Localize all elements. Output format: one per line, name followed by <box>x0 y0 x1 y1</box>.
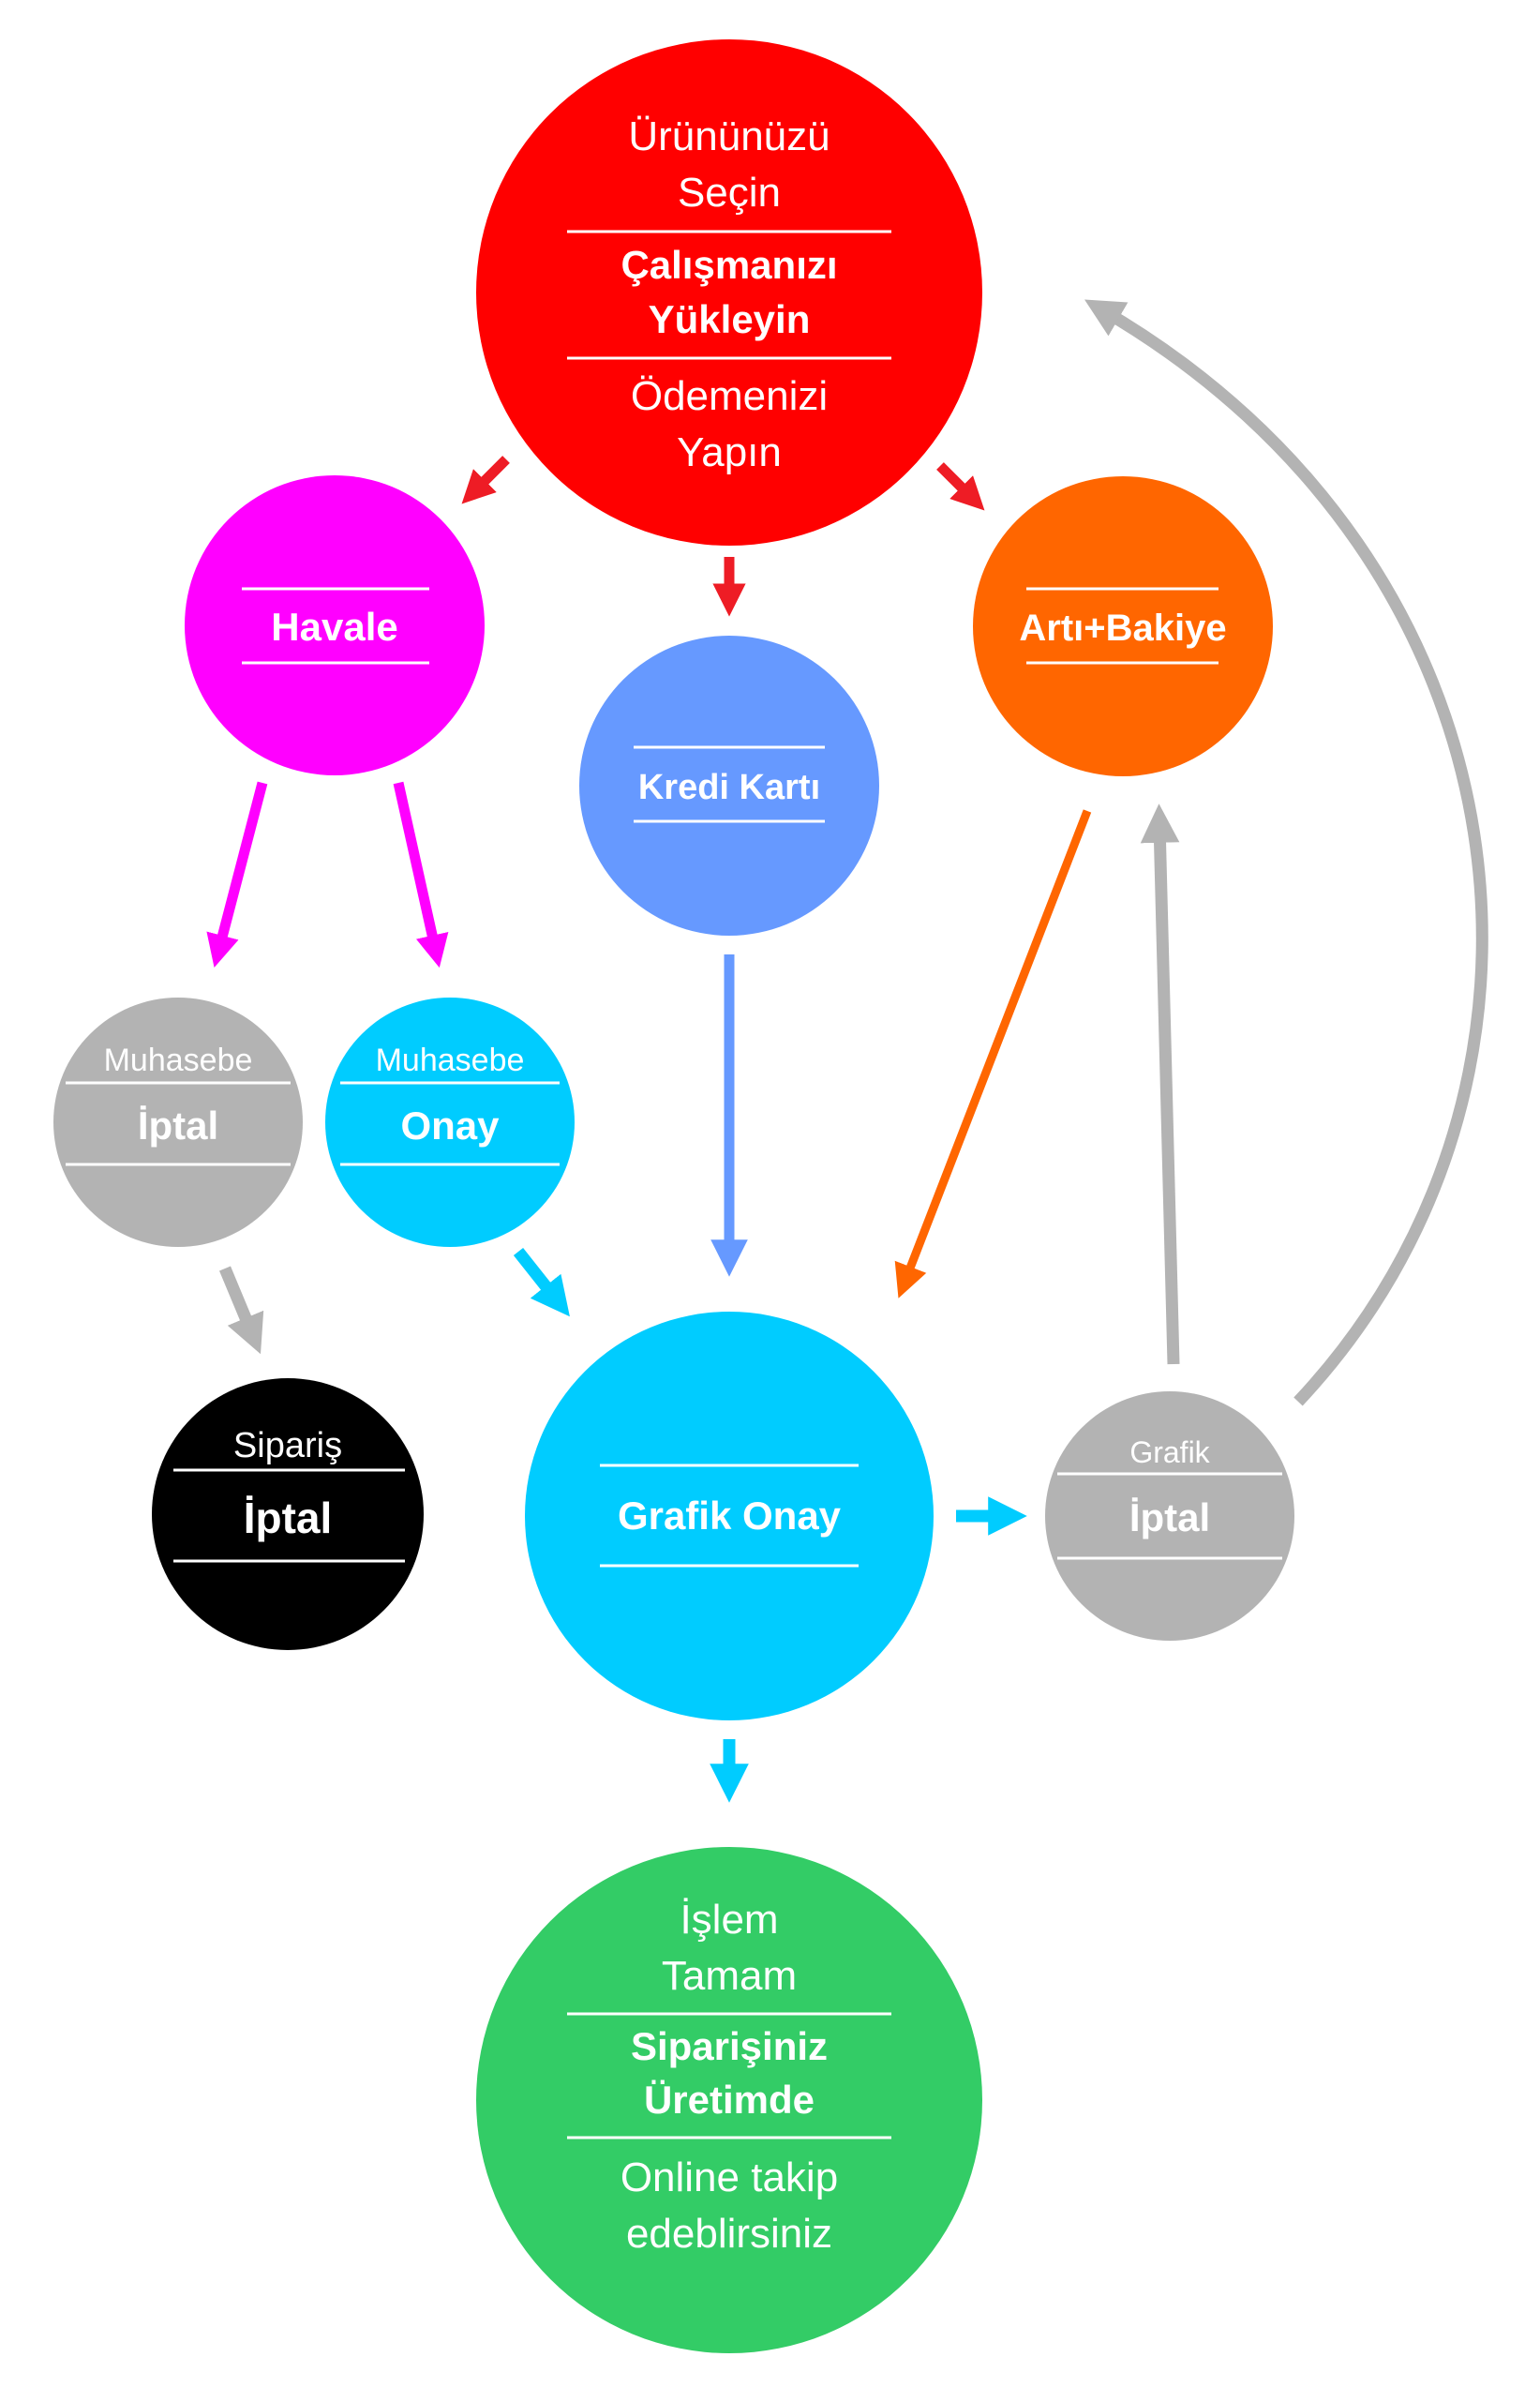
node-arti-bakiye: Artı+Bakiye <box>973 476 1273 776</box>
arrow-bakiye-to-grafik-onay <box>894 809 1092 1299</box>
node-bakiye-circle <box>973 476 1273 776</box>
start-step3-line1: Ödemenizi <box>631 373 828 419</box>
node-siparis-iptal: Sipariş İptal <box>152 1378 424 1650</box>
muhasebe-iptal-label: İptal <box>138 1103 218 1148</box>
siparis-iptal-subtitle: Sipariş <box>233 1426 342 1465</box>
start-step3-line2: Yapın <box>677 429 782 475</box>
svg-text:Çalışmanızı: Çalışmanızı <box>620 243 837 287</box>
node-grafik-iptal: Grafik İptal <box>1045 1391 1294 1641</box>
svg-text:Online takip: Online takip <box>620 2154 838 2200</box>
grafik-onay-label: Grafik Onay <box>618 1494 842 1538</box>
svg-text:Yükleyin: Yükleyin <box>649 297 811 341</box>
node-start-circle <box>476 39 982 546</box>
arrows <box>206 299 1488 1803</box>
node-start: Ürününüzü Seçin Çalışmanızı Yükleyin Öde… <box>476 39 982 546</box>
svg-text:Üretimde: Üretimde <box>644 2078 815 2122</box>
node-grafik-iptal-circle <box>1045 1391 1294 1641</box>
node-muhasebe-onay-circle <box>325 998 575 1247</box>
start-step1-line2: Seçin <box>678 170 781 216</box>
svg-text:Ürününüzü: Ürününüzü <box>628 113 830 159</box>
muhasebe-onay-subtitle: Muhasebe <box>376 1043 525 1078</box>
arrow-start-to-havale <box>461 456 510 504</box>
arrow-muhasebe-onay-to-grafik-onay <box>513 1247 570 1317</box>
arrow-muhasebe-iptal-to-siparis-iptal <box>219 1266 264 1355</box>
arrow-havale-to-muhasebe-onay <box>393 781 449 968</box>
done-line1-b: Tamam <box>662 1953 797 1999</box>
node-havale: Havale <box>185 475 485 775</box>
node-havale-circle <box>185 475 485 775</box>
node-kredi-karti: Kredi Kartı <box>579 636 879 936</box>
done-line3-b: edeblirsiniz <box>626 2211 832 2257</box>
node-muhasebe-onay: Muhasebe Onay <box>325 998 575 1247</box>
arrow-grafik-iptal-to-bakiye <box>1140 803 1180 1365</box>
svg-text:Yapın: Yapın <box>677 429 782 475</box>
arrow-grafik-iptal-to-start <box>1084 299 1488 1406</box>
kredi-label: Kredi Kartı <box>638 768 820 807</box>
node-grafik-onay-circle <box>525 1312 934 1720</box>
havale-label: Havale <box>271 605 397 649</box>
siparis-iptal-label: İptal <box>244 1494 333 1542</box>
svg-text:İşlem: İşlem <box>680 1897 778 1943</box>
bakiye-label: Artı+Bakiye <box>1019 608 1226 649</box>
arrow-havale-to-muhasebe-iptal <box>206 781 268 968</box>
muhasebe-iptal-subtitle: Muhasebe <box>104 1043 253 1078</box>
grafik-iptal-subtitle: Grafik <box>1129 1435 1210 1469</box>
node-muhasebe-iptal-circle <box>53 998 303 1247</box>
arrow-start-to-bakiye <box>936 462 985 511</box>
node-done-circle <box>476 1847 982 2353</box>
node-siparis-iptal-circle <box>152 1378 424 1650</box>
node-muhasebe-iptal: Muhasebe İptal <box>53 998 303 1247</box>
done-line1-a: İşlem <box>680 1897 778 1943</box>
svg-text:Seçin: Seçin <box>678 170 781 216</box>
svg-text:Ödemenizi: Ödemenizi <box>631 373 828 419</box>
start-step2-line1: Çalışmanızı <box>620 243 837 287</box>
muhasebe-onay-label: Onay <box>400 1103 500 1148</box>
done-line2-a: Siparişiniz <box>631 2024 828 2068</box>
node-islem-tamam: İşlem Tamam Siparişiniz Üretimde Online … <box>476 1847 982 2353</box>
start-step1-line1: Ürününüzü <box>628 113 830 159</box>
node-grafik-onay: Grafik Onay <box>525 1312 934 1720</box>
done-line2-b: Üretimde <box>644 2078 815 2122</box>
node-kredi-circle <box>579 636 879 936</box>
svg-text:Tamam: Tamam <box>662 1953 797 1999</box>
svg-text:Siparişiniz: Siparişiniz <box>631 2024 828 2068</box>
start-step2-line2: Yükleyin <box>649 297 811 341</box>
done-line3-a: Online takip <box>620 2154 838 2200</box>
svg-text:edeblirsiniz: edeblirsiniz <box>626 2211 832 2257</box>
grafik-iptal-label: İptal <box>1129 1495 1210 1539</box>
